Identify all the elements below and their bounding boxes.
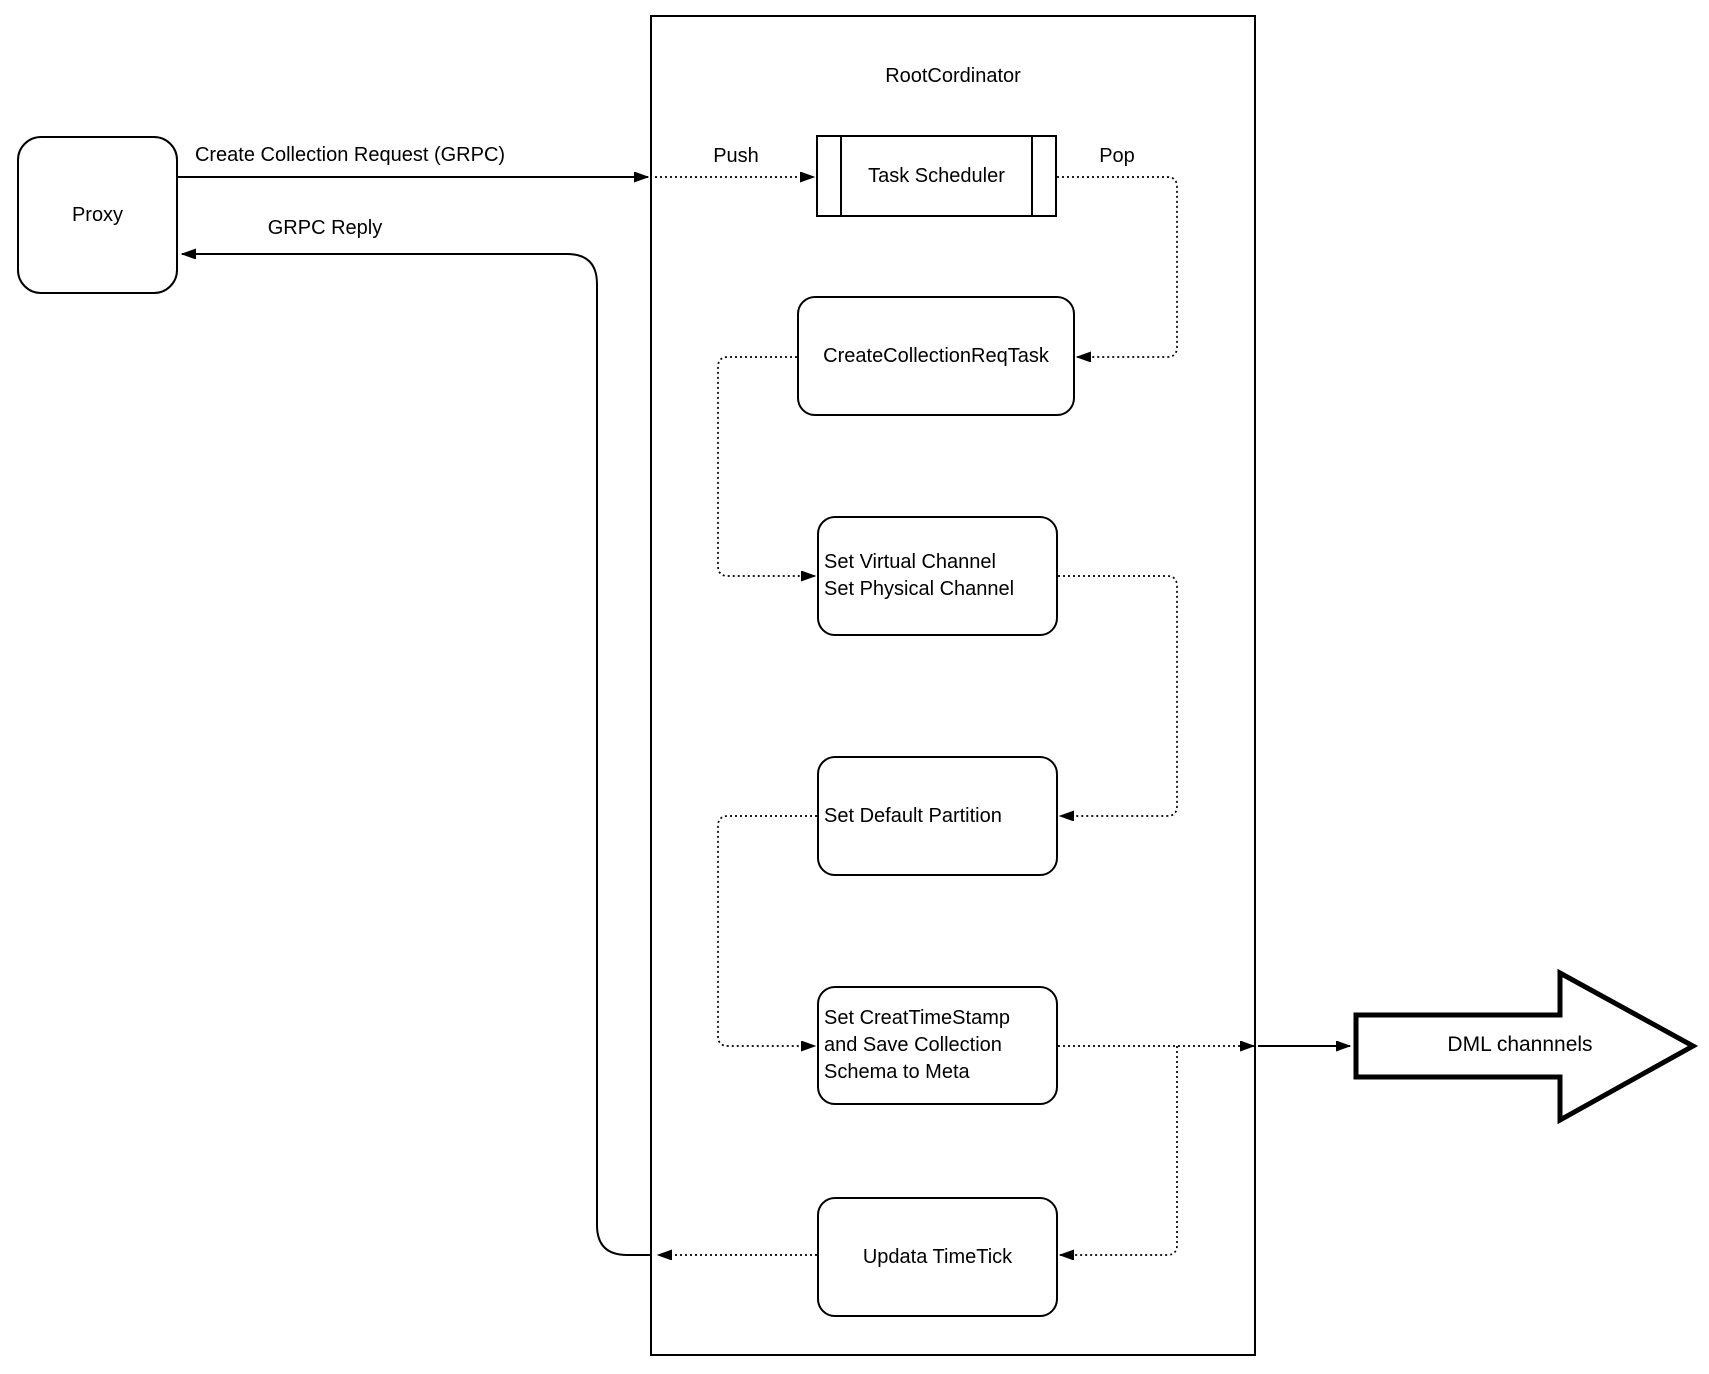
edge-reqtask-to-virtualchannel xyxy=(717,356,815,576)
rootcoordinator-container: RootCordinator xyxy=(650,15,1256,1356)
edge-pop xyxy=(1057,176,1178,357)
edge-virtualchannel-to-defaultpartition xyxy=(1058,575,1178,816)
dml-channels-label: DML channnels xyxy=(1447,1033,1593,1056)
rootcoordinator-title: RootCordinator xyxy=(885,65,1021,87)
edge-defaultpartition-to-creattimestamp xyxy=(717,815,817,1046)
edge-label-grpc-reply: GRPC Reply xyxy=(225,216,425,240)
dml-channels-arrow-shape xyxy=(1353,968,1699,1125)
node-task-scheduler: Task Scheduler xyxy=(816,135,1057,217)
node-set-creat-timestamp: Set CreatTimeStamp and Save Collection S… xyxy=(817,986,1058,1105)
updata-timetick-label: Updata TimeTick xyxy=(862,1245,1013,1268)
edge-label-push: Push xyxy=(686,144,786,168)
node-set-virtual-channel: Set Virtual Channel Set Physical Channel xyxy=(817,516,1058,636)
task-scheduler-left-bar xyxy=(840,137,842,215)
node-set-default-partition: Set Default Partition xyxy=(817,756,1058,876)
task-scheduler-label: Task Scheduler xyxy=(868,164,1005,187)
proxy-label: Proxy xyxy=(71,203,124,226)
edge-label-create-collection-request: Create Collection Request (GRPC) xyxy=(190,143,510,167)
set-creat-timestamp-label: Set CreatTimeStamp and Save Collection S… xyxy=(824,1007,1010,1083)
node-create-collection-req-task: CreateCollectionReqTask xyxy=(797,296,1075,416)
task-scheduler-right-bar xyxy=(1031,137,1033,215)
set-virtual-channel-label: Set Virtual Channel Set Physical Channel xyxy=(824,551,1015,600)
edge-creattimestamp-to-updatetimetick xyxy=(1060,1046,1178,1255)
node-proxy: Proxy xyxy=(17,136,178,294)
set-default-partition-label: Set Default Partition xyxy=(824,804,1002,827)
edge-grpc-reply xyxy=(182,254,650,1256)
create-collection-req-task-label: CreateCollectionReqTask xyxy=(823,344,1049,367)
node-updata-timetick: Updata TimeTick xyxy=(817,1197,1058,1317)
edge-label-pop: Pop xyxy=(1067,144,1167,168)
